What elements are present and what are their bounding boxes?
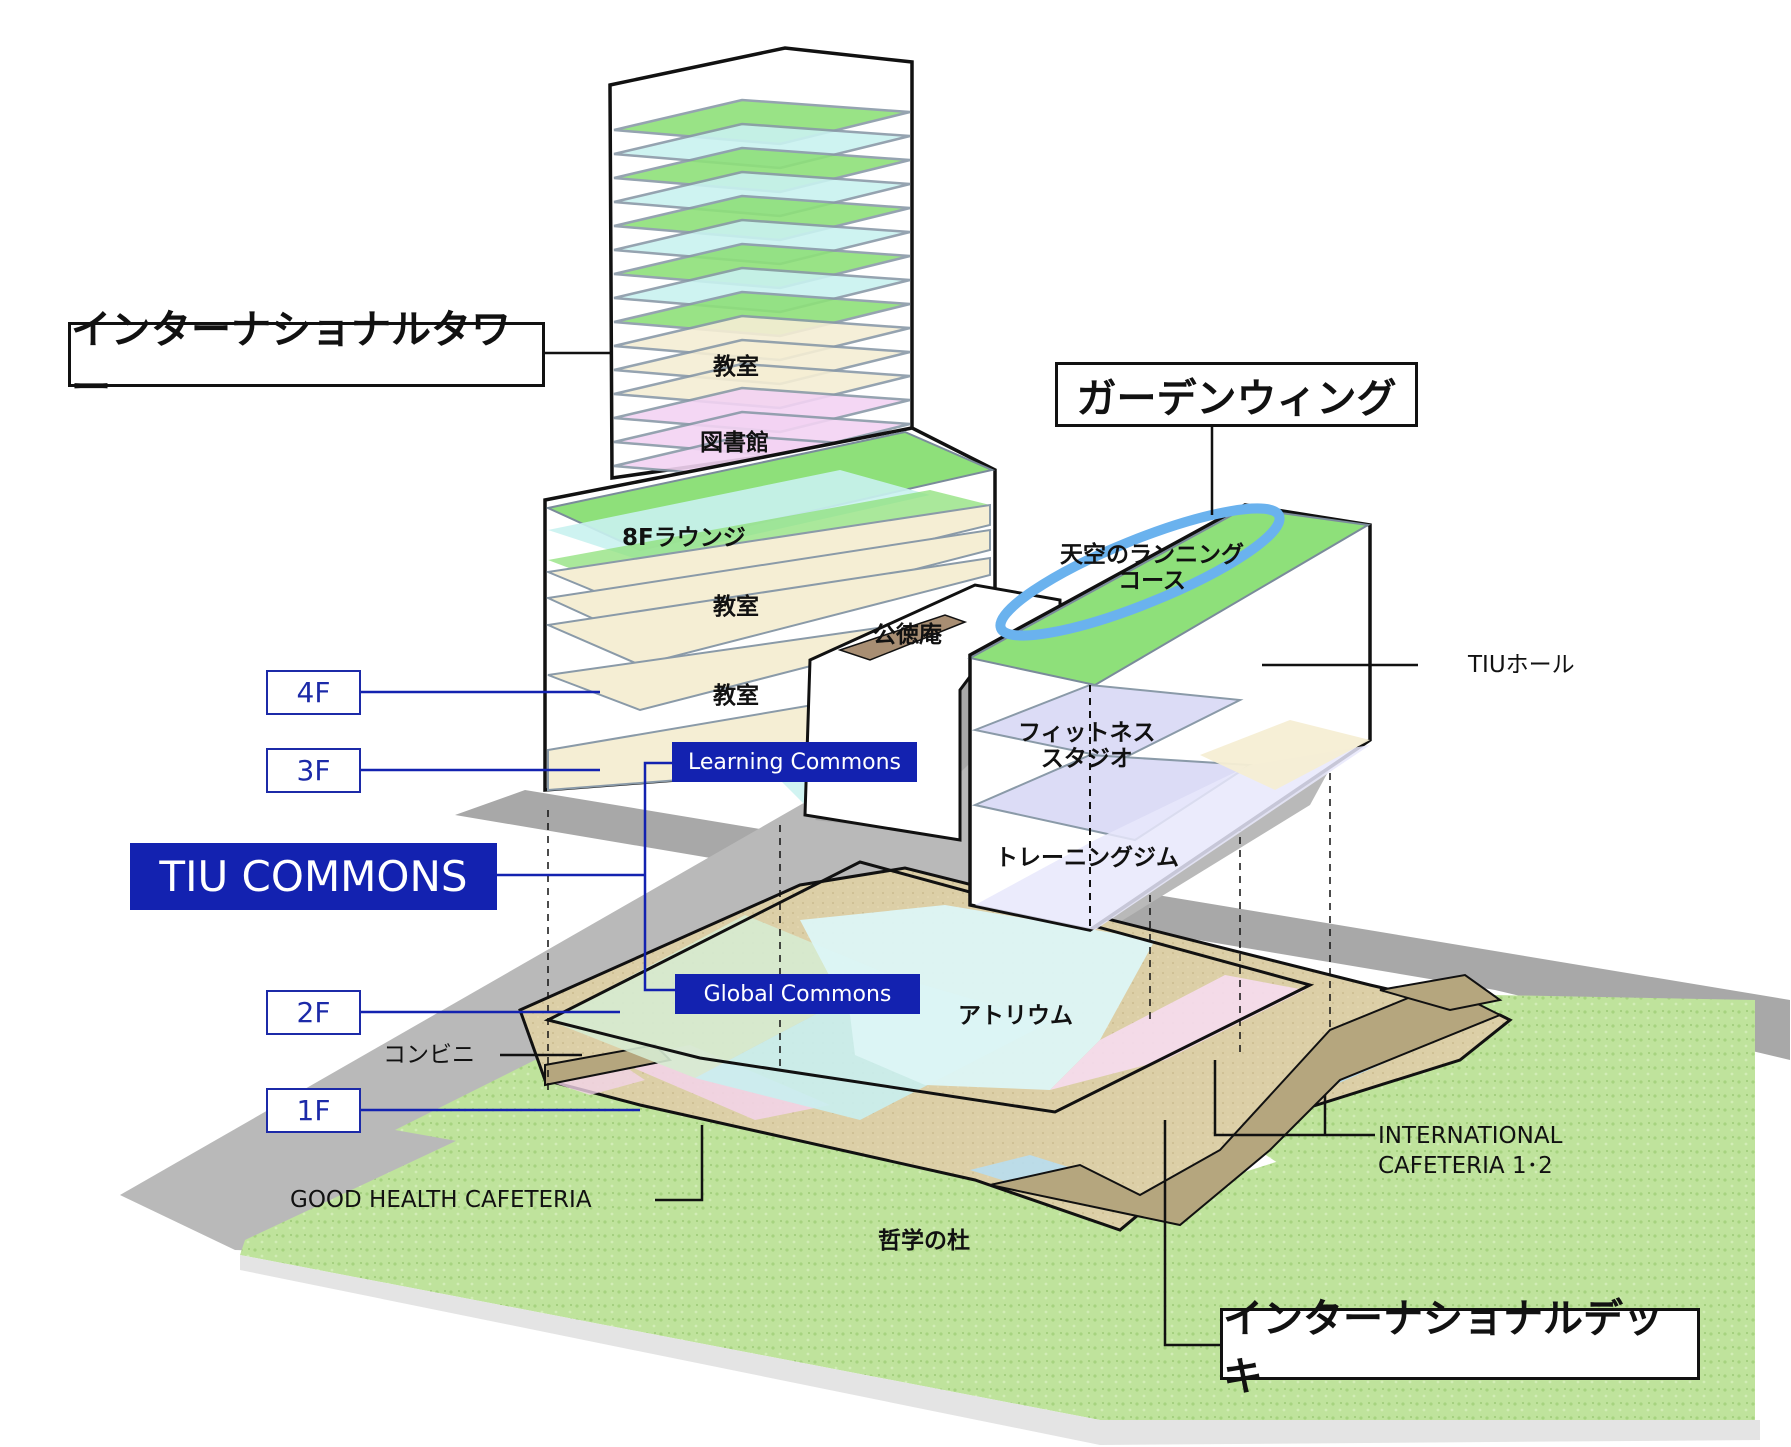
garden-wing-label: ガーデンウィング <box>1055 362 1418 427</box>
lounge-8f-label: 8Fラウンジ <box>622 525 746 551</box>
lower-classroom-label: 教室 <box>713 683 759 709</box>
floor-1f-label: 1F <box>266 1088 361 1133</box>
garden-wing <box>967 503 1372 932</box>
tower-classroom-upper-label: 教室 <box>713 354 759 380</box>
leader-lines <box>500 351 1418 1347</box>
training-gym-label: トレーニングジム <box>995 845 1179 871</box>
floor-2f-label: 2F <box>266 990 361 1035</box>
kotokuan-label: 公徳庵 <box>873 622 942 648</box>
fitness-studio-label: フィットネス スタジオ <box>1018 720 1156 773</box>
atrium-label: アトリウム <box>958 1003 1073 1029</box>
forest-label: 哲学の杜 <box>878 1228 970 1254</box>
running-course-label: 天空のランニング コース <box>1060 542 1244 595</box>
international-cafeteria-label: INTERNATIONAL CAFETERIA 1･2 <box>1378 1123 1563 1179</box>
floor-4f-label: 4F <box>266 670 361 715</box>
podium-classroom-label: 教室 <box>713 594 759 620</box>
tower-upper <box>608 46 914 482</box>
learning-commons-label: Learning Commons <box>672 742 917 782</box>
floor-3f-label: 3F <box>266 748 361 793</box>
global-commons-label: Global Commons <box>675 974 920 1014</box>
good-health-cafeteria-label: GOOD HEALTH CAFETERIA <box>290 1187 592 1213</box>
tiu-hall-label: TIUホール <box>1468 652 1575 678</box>
running-track <box>995 503 1285 641</box>
deck-label: インターナショナルデッキ <box>1220 1296 1700 1400</box>
tower-label: インターナショナルタワー <box>68 307 545 411</box>
blue-leader-lines <box>360 690 675 1112</box>
tiu-commons-label: TIU COMMONS <box>130 843 497 910</box>
library-label: 図書館 <box>700 430 769 456</box>
konbini-label: コンビニ <box>383 1042 475 1068</box>
